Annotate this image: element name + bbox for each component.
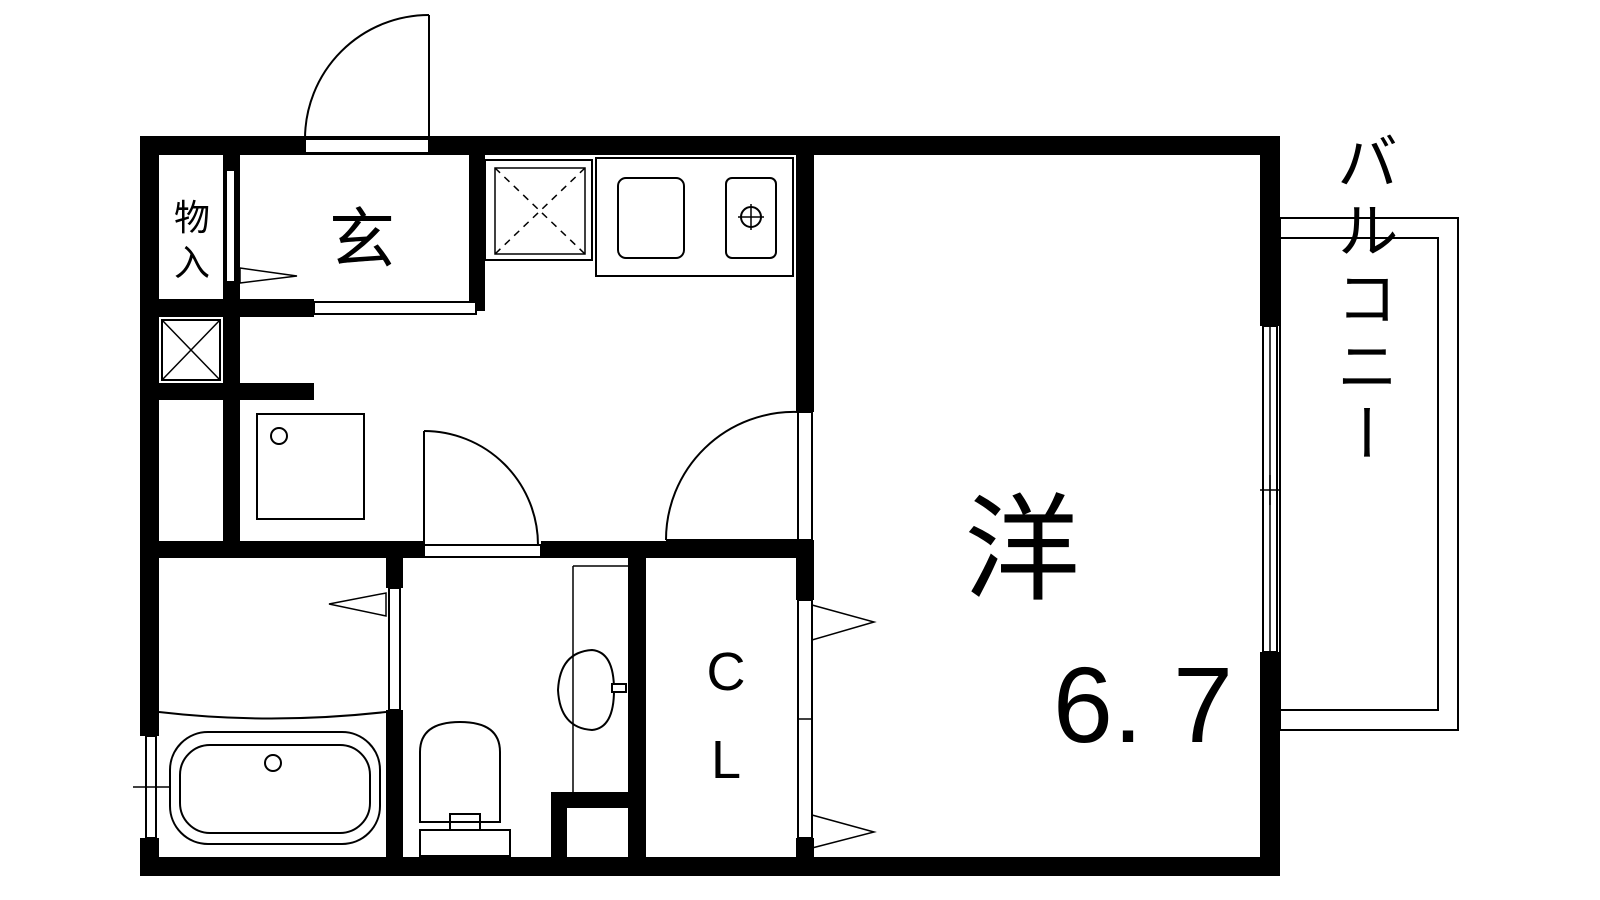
western-room-size: 6. 7 <box>1053 644 1233 765</box>
balcony-window <box>1260 325 1280 653</box>
closet-doors <box>797 599 877 849</box>
pipe-space-left <box>161 319 221 381</box>
entrance-label: 玄 <box>329 201 395 278</box>
toilet-area <box>419 565 628 857</box>
western-room-door <box>665 410 813 541</box>
basin-icon <box>556 648 616 732</box>
entrance-door <box>304 14 430 154</box>
washroom-door <box>423 430 542 558</box>
toilet-icon <box>419 720 501 823</box>
bathtub-icon <box>169 731 381 845</box>
storage-label-top: 物 <box>174 198 210 239</box>
storage <box>225 169 298 284</box>
closet-label-bottom: L <box>711 730 741 790</box>
washing-machine <box>256 413 365 520</box>
fridge-space <box>484 159 593 261</box>
western-room-label: 洋 <box>964 483 1080 618</box>
interior-walls <box>159 136 814 876</box>
kitchen-counter <box>595 157 794 277</box>
bath-area <box>133 587 401 845</box>
sink-icon <box>617 177 685 259</box>
entrance-step <box>313 301 477 315</box>
balcony <box>1279 217 1459 731</box>
closet-label-top: C <box>707 642 746 702</box>
balcony-label: バルコニー <box>1326 130 1399 470</box>
stove-icon <box>725 177 777 259</box>
storage-label-bottom: 入 <box>174 243 210 284</box>
